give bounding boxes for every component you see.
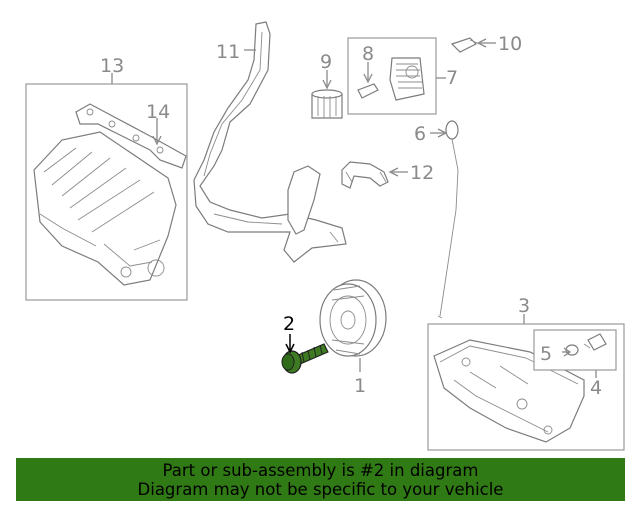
callout-6: 6 (414, 123, 426, 145)
banner-line-2: Diagram may not be specific to your vehi… (137, 479, 504, 499)
drain-plug-part[interactable] (583, 333, 607, 351)
dipstick-part[interactable] (437, 120, 459, 319)
callout-13: 13 (100, 55, 124, 77)
callout-7: 7 (446, 67, 458, 89)
valve-cover-gasket-part[interactable] (75, 103, 187, 169)
oil-cooler-bolt-part[interactable] (357, 83, 379, 99)
callout-3: 3 (518, 295, 530, 317)
cylinder-head-part[interactable] (33, 131, 177, 286)
callout-1: 1 (354, 375, 366, 397)
callout-12: 12 (410, 162, 434, 184)
callout-9: 9 (320, 51, 332, 73)
callout-4: 4 (590, 377, 602, 399)
oil-filler-tube-part[interactable] (193, 21, 347, 263)
callout-5: 5 (540, 343, 552, 365)
oil-cooler-part[interactable] (389, 57, 425, 101)
crankshaft-pulley-part[interactable] (319, 279, 387, 357)
oil-filter-part[interactable] (311, 89, 343, 119)
banner-line-1: Part or sub-assembly is #2 in diagram (162, 460, 479, 480)
info-banner: Part or sub-assembly is #2 in diagram Di… (16, 458, 625, 501)
oil-pressure-sensor-part[interactable] (450, 37, 481, 53)
callout-10: 10 (498, 33, 522, 55)
hose-part[interactable] (341, 161, 389, 189)
callout-2: 2 (283, 313, 295, 335)
callout-8: 8 (362, 43, 374, 65)
crankshaft-bolt-part[interactable] (281, 343, 329, 374)
callout-14: 14 (146, 101, 170, 123)
callout-11: 11 (216, 41, 240, 63)
